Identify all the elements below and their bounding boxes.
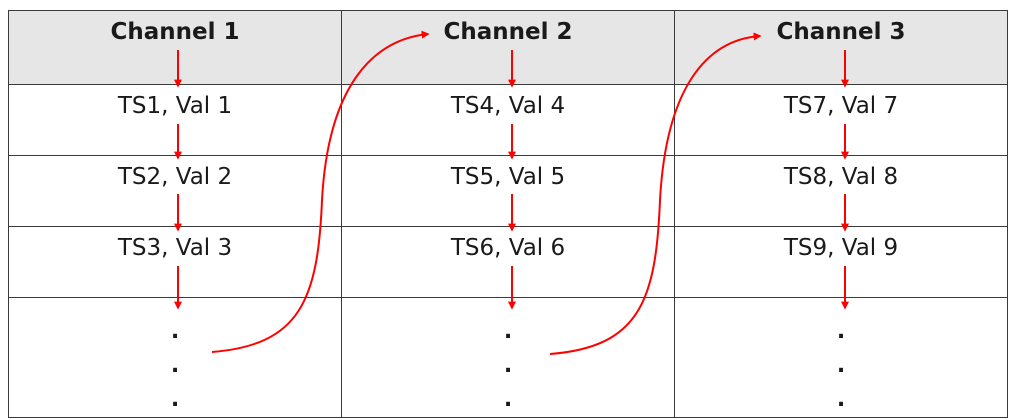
- continuation-dot: .: [170, 387, 180, 412]
- table-cell: TS8, Val 8: [674, 155, 1008, 227]
- header-channel-3: Channel 3: [674, 10, 1008, 85]
- continuation-dot: .: [836, 387, 846, 412]
- table-cell: TS4, Val 4: [341, 84, 675, 156]
- continuation-dot: .: [170, 353, 180, 378]
- header-channel-1: Channel 1: [8, 10, 342, 85]
- table-row: TS2, Val 2 TS5, Val 5 TS8, Val 8: [8, 155, 1008, 227]
- table-cell: TS3, Val 3: [8, 226, 342, 298]
- channel-table: Channel 1 Channel 2 Channel 3 TS1, Val 1…: [8, 10, 1008, 418]
- table-cell: TS6, Val 6: [341, 226, 675, 298]
- table-row: TS3, Val 3 TS6, Val 6 TS9, Val 9: [8, 226, 1008, 298]
- table-row: TS1, Val 1 TS4, Val 4 TS7, Val 7: [8, 84, 1008, 156]
- table-cell: TS5, Val 5: [341, 155, 675, 227]
- continuation-row: . . . . . . . . .: [8, 297, 1008, 418]
- table-cell: TS7, Val 7: [674, 84, 1008, 156]
- table-cell: TS9, Val 9: [674, 226, 1008, 298]
- continuation-cell: . . .: [341, 297, 675, 418]
- continuation-cell: . . .: [674, 297, 1008, 418]
- continuation-dot: .: [503, 387, 513, 412]
- header-row: Channel 1 Channel 2 Channel 3: [8, 10, 1008, 85]
- table-cell: TS1, Val 1: [8, 84, 342, 156]
- continuation-dot: .: [836, 353, 846, 378]
- header-channel-2: Channel 2: [341, 10, 675, 85]
- continuation-dot: .: [503, 353, 513, 378]
- continuation-cell: . . .: [8, 297, 342, 418]
- table-cell: TS2, Val 2: [8, 155, 342, 227]
- continuation-dot: .: [503, 319, 513, 344]
- continuation-dot: .: [836, 319, 846, 344]
- continuation-dot: .: [170, 319, 180, 344]
